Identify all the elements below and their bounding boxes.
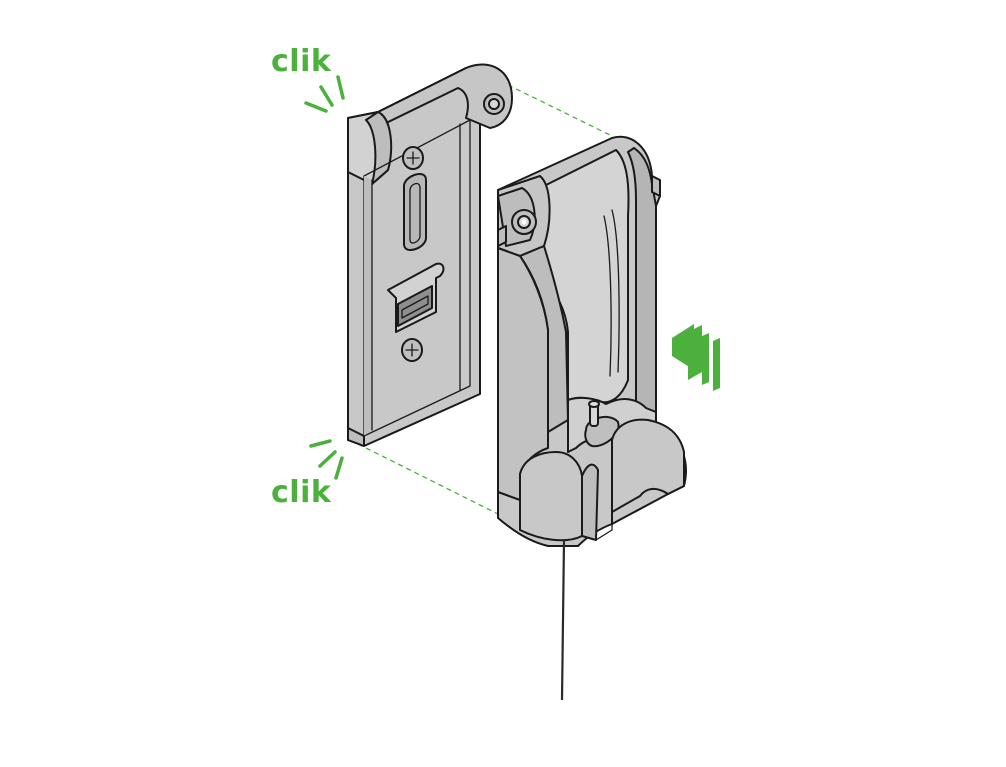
arrow-left-icon bbox=[672, 324, 720, 391]
click-burst-icon bbox=[309, 439, 344, 480]
alignment-guides bbox=[357, 84, 613, 516]
wall-bracket bbox=[347, 63, 513, 447]
click-burst-icon bbox=[304, 75, 345, 113]
click-label-bottom: clik bbox=[271, 475, 332, 510]
click-label-top: clik bbox=[271, 44, 332, 79]
dock-holder bbox=[497, 135, 687, 701]
guide-line-bottom bbox=[357, 443, 501, 516]
guide-line-top bbox=[507, 84, 613, 137]
